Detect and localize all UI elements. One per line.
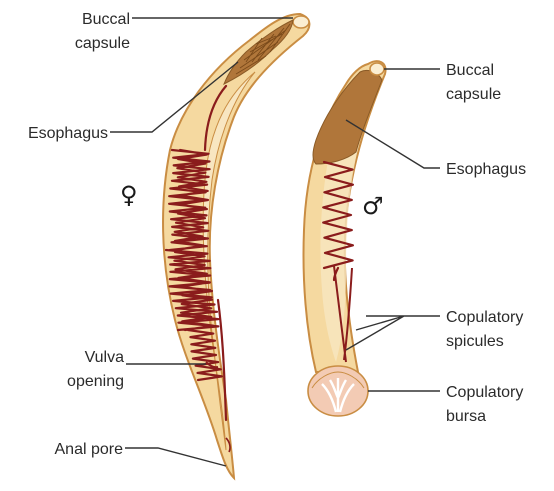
male-bursa-label-1: Copulatory xyxy=(446,384,523,401)
female-worm xyxy=(163,14,309,478)
female-buccal-capsule xyxy=(293,16,309,28)
male-buccal-capsule xyxy=(370,63,384,75)
female-vulva-label-2: opening xyxy=(67,373,124,390)
female-labels: Buccal capsule Esophagus Vulva opening A… xyxy=(28,11,130,458)
male-labels: Buccal capsule Esophagus Copulatory spic… xyxy=(446,62,526,425)
male-esophagus-label: Esophagus xyxy=(446,161,526,178)
female-buccal-capsule-label-1: Buccal xyxy=(82,11,130,28)
female-buccal-capsule-label-2: capsule xyxy=(75,35,130,52)
leader-lines xyxy=(110,18,440,466)
female-esophagus-label: Esophagus xyxy=(28,125,108,142)
female-vulva-label-1: Vulva xyxy=(85,349,125,366)
male-spicules-label-2: spicules xyxy=(446,333,504,350)
male-symbol: ♂ xyxy=(362,192,384,220)
female-anal-pore-label: Anal pore xyxy=(55,441,124,458)
male-bursa-label-2: bursa xyxy=(446,408,486,425)
female-symbol: ♀ xyxy=(120,181,138,209)
male-spicules-label-1: Copulatory xyxy=(446,309,523,326)
male-worm xyxy=(304,61,386,416)
male-buccal-capsule-label-2: capsule xyxy=(446,86,501,103)
male-buccal-capsule-label-1: Buccal xyxy=(446,62,494,79)
female-body xyxy=(163,14,309,478)
